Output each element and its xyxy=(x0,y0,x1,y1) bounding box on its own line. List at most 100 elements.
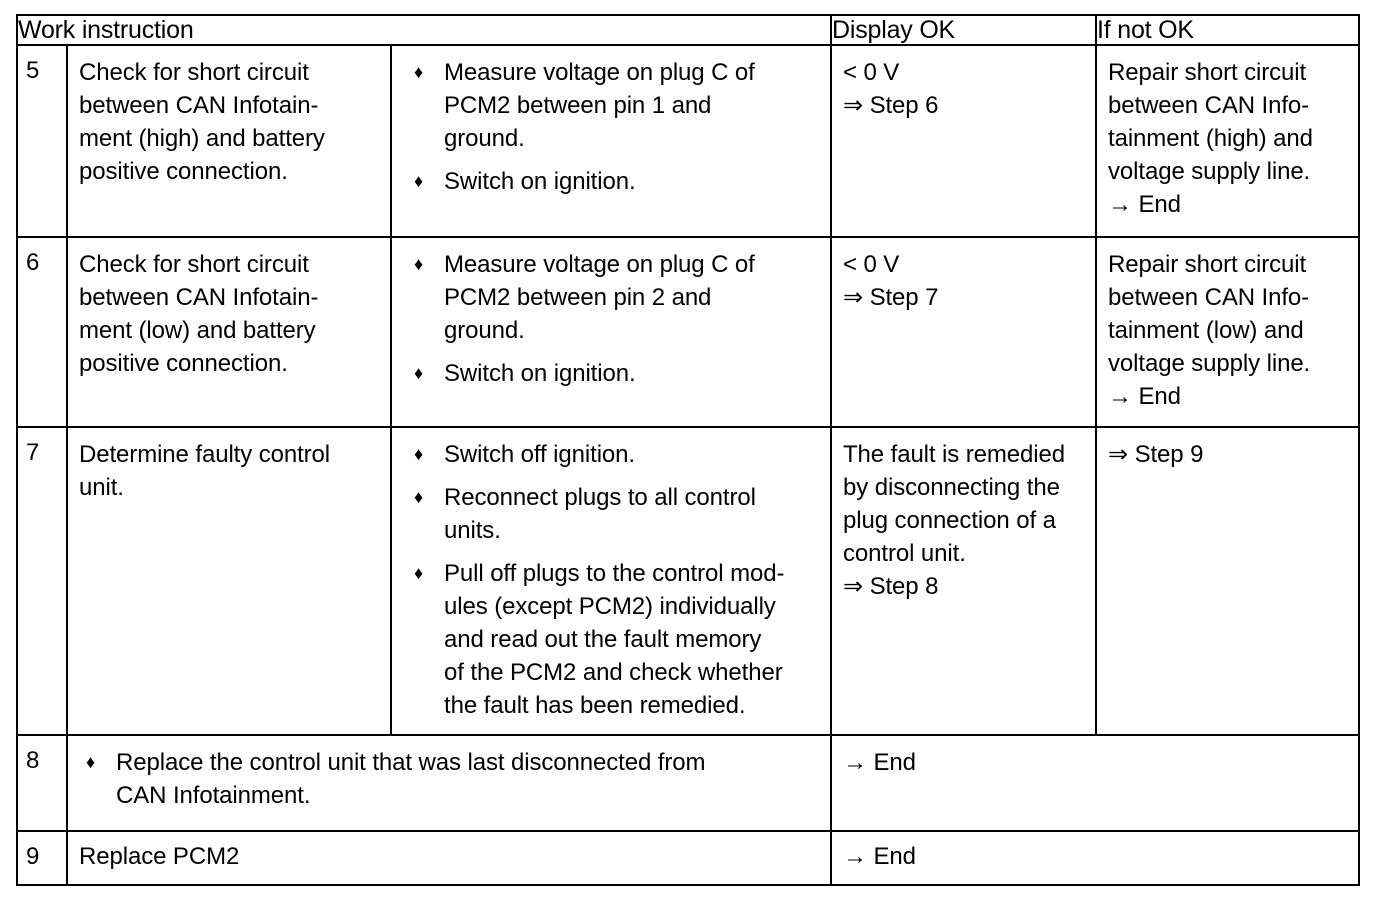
step-number: 7 xyxy=(26,439,40,466)
text-line: Repair short circuit xyxy=(1108,59,1307,86)
diamond-bullet-icon: ♦ xyxy=(414,62,424,82)
text-line: < 0 V xyxy=(843,251,900,278)
text-line: ⇒ Step 9 xyxy=(1108,441,1204,468)
text-line: PCM2 between pin 2 and xyxy=(444,284,712,311)
text-line: Measure voltage on plug C of xyxy=(444,251,755,278)
bullet-item: ♦ Switch on ignition. xyxy=(392,165,824,198)
action-cell: ♦ Switch off ignition. ♦Reconnect plugs to… xyxy=(390,426,832,736)
step-number: 6 xyxy=(26,249,40,276)
text-line: ⇒ Step 8 xyxy=(843,573,939,600)
text-line: ⇒ Step 7 xyxy=(843,284,939,311)
text-line: Switch off ignition. xyxy=(444,441,635,468)
text-line: control unit. xyxy=(843,540,966,567)
diamond-bullet-icon: ♦ xyxy=(414,487,424,507)
text-line: between CAN Infotain- xyxy=(79,92,319,119)
text-line: → End xyxy=(1108,191,1181,218)
text-line: Switch on ignition. xyxy=(444,168,636,195)
text-line: the fault has been remedied. xyxy=(444,692,746,719)
text-line: by disconnecting the xyxy=(843,474,1060,501)
action-cell: ♦ Measure voltage on plug C of PCM2 betwee… xyxy=(390,44,832,238)
text-line: plug connection of a xyxy=(843,507,1056,534)
if-not-ok-cell: Repair short circuit between CAN Info-tai… xyxy=(1095,44,1360,238)
table-row: 6 Check for short circuit between CAN Info… xyxy=(16,236,1360,428)
table-row: 8 ♦ Replace the control unit that was last… xyxy=(16,734,1360,832)
action-cell: ♦ Measure voltage on plug C of PCM2 betwee… xyxy=(390,236,832,428)
text-line: Measure voltage on plug C of xyxy=(444,59,755,86)
text-line: tainment (low) and xyxy=(1108,317,1304,344)
step-number-cell: 5 xyxy=(16,44,68,238)
text-line: units. xyxy=(444,517,501,544)
step-number: 9 xyxy=(26,843,40,870)
text-line: ground. xyxy=(444,125,525,152)
text-line: positive connection. xyxy=(79,350,288,377)
text-line: Replace PCM2 xyxy=(79,843,240,870)
step-number: 8 xyxy=(26,747,40,774)
bullet-item: ♦ Measure voltage on plug C of PCM2 betwee… xyxy=(392,248,824,347)
text-line: → End xyxy=(1108,383,1181,410)
bullet-item: ♦ Replace the control unit that was last … xyxy=(68,746,824,812)
diamond-bullet-icon: ♦ xyxy=(86,752,96,772)
header-if-not-ok: If not OK xyxy=(1095,14,1360,46)
diamond-bullet-icon: ♦ xyxy=(414,254,424,274)
text-line: ment (high) and battery xyxy=(79,125,325,152)
table-row: 7 Determine faulty control unit. ♦ Switch of… xyxy=(16,426,1360,736)
instruction-cell: Replace PCM2 xyxy=(66,830,832,886)
step-number-cell: 6 xyxy=(16,236,68,428)
bullet-item: ♦ Switch off ignition. xyxy=(392,438,824,471)
result-cell: → End xyxy=(830,734,1360,832)
step-number: 5 xyxy=(26,57,40,84)
diamond-bullet-icon: ♦ xyxy=(414,563,424,583)
text-line: between CAN Info- xyxy=(1108,92,1310,119)
text-line: unit. xyxy=(79,474,124,501)
wide-action-cell: ♦ Replace the control unit that was last … xyxy=(66,734,832,832)
bullet-item: ♦ Switch on ignition. xyxy=(392,357,824,390)
text-line: voltage supply line. xyxy=(1108,158,1311,185)
display-ok-cell: < 0 V ⇒ Step 6 xyxy=(830,44,1097,238)
text-line: The fault is remedied xyxy=(843,441,1066,468)
bullet-item: ♦ Pull off plugs to the control mod-ules … xyxy=(392,557,824,722)
text-line: Determine faulty control xyxy=(79,441,331,468)
instruction-cell: Check for short circuit between CAN Infot… xyxy=(66,236,392,428)
text-line: of the PCM2 and check whether xyxy=(444,659,783,686)
text-line: Check for short circuit xyxy=(79,59,309,86)
text-line: and read out the fault memory xyxy=(444,626,762,653)
result-cell: → End xyxy=(830,830,1360,886)
text-line: → End xyxy=(843,843,916,870)
header-work-instruction: Work instruction xyxy=(16,14,832,46)
instruction-cell: Check for short circuit between CAN Infot… xyxy=(66,44,392,238)
text-line: Check for short circuit xyxy=(79,251,309,278)
step-number-cell: 9 xyxy=(16,830,68,886)
step-number-cell: 7 xyxy=(16,426,68,736)
display-ok-cell: The fault is remedied by disconnecting th… xyxy=(830,426,1097,736)
text-line: positive connection. xyxy=(79,158,288,185)
step-number-cell: 8 xyxy=(16,734,68,832)
diamond-bullet-icon: ♦ xyxy=(414,171,424,191)
text-line: ⇒ Step 6 xyxy=(843,92,939,119)
text-line: → End xyxy=(843,749,916,776)
instruction-cell: Determine faulty control unit. xyxy=(66,426,392,736)
diamond-bullet-icon: ♦ xyxy=(414,444,424,464)
text-line: PCM2 between pin 1 and xyxy=(444,92,712,119)
text-line: Switch on ignition. xyxy=(444,360,636,387)
diamond-bullet-icon: ♦ xyxy=(414,363,424,383)
text-line: voltage supply line. xyxy=(1108,350,1311,377)
text-line: Repair short circuit xyxy=(1108,251,1307,278)
text-line: tainment (high) and xyxy=(1108,125,1313,152)
table-row: 5 Check for short circuit between CAN Info… xyxy=(16,44,1360,238)
text-line: Pull off plugs to the control mod- xyxy=(444,560,785,587)
text-line: Replace the control unit that was last d… xyxy=(116,749,706,776)
text-line: ment (low) and battery xyxy=(79,317,316,344)
text-line: between CAN Infotain- xyxy=(79,284,319,311)
text-line: ground. xyxy=(444,317,525,344)
display-ok-cell: < 0 V ⇒ Step 7 xyxy=(830,236,1097,428)
if-not-ok-cell: ⇒ Step 9 xyxy=(1095,426,1360,736)
bullet-item: ♦ Measure voltage on plug C of PCM2 betwee… xyxy=(392,56,824,155)
text-line: ules (except PCM2) individually xyxy=(444,593,776,620)
text-line: < 0 V xyxy=(843,59,900,86)
table-header-row: Work instruction Display OK If not OK xyxy=(16,14,1360,46)
